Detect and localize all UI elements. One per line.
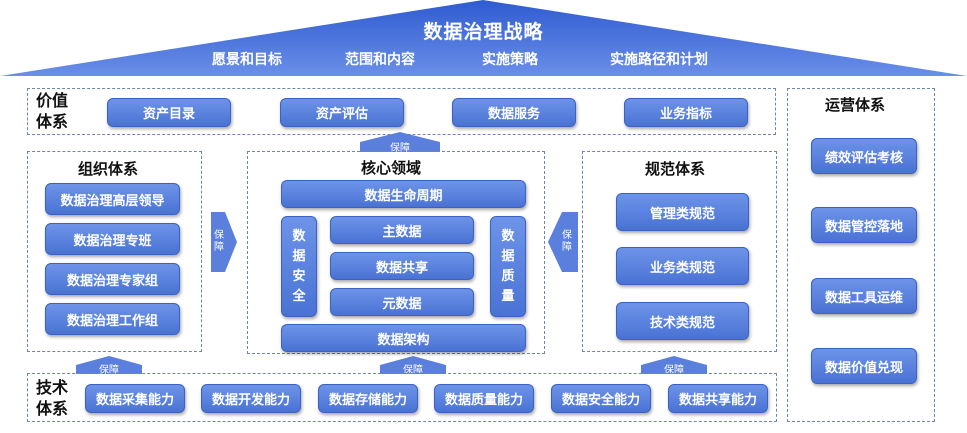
tech-item-security[interactable]: 数据安全能力 [551,384,651,413]
tech-item-collection[interactable]: 数据采集能力 [85,384,185,413]
roof-item-strategy: 实施策略 [482,52,538,68]
roof-item-scope: 范围和内容 [345,52,415,68]
ops-item-control[interactable]: 数据管控落地 [811,207,917,243]
core-data-architecture[interactable]: 数据架构 [281,324,526,352]
guarantee-label-left: 保 障 [562,230,572,253]
guarantee-arrow-right [211,212,237,272]
tech-system-panel [27,373,777,422]
value-item-data-service[interactable]: 数据服务 [452,98,576,127]
value-system-label: 价值 体系 [36,90,68,132]
ops-system-title: 运营体系 [825,96,886,114]
strategy-title: 数据治理战略 [423,21,544,43]
value-item-business-metrics[interactable]: 业务指标 [624,98,748,127]
core-domain-panel [247,151,545,354]
guarantee-label-tech-core: 保障 [403,365,423,376]
core-data-security[interactable]: 数 据 安 全 [281,216,317,317]
org-item-expert-group[interactable]: 数据治理专家组 [45,263,180,295]
org-system-title: 组织体系 [78,160,139,178]
tech-item-development[interactable]: 数据开发能力 [201,384,301,413]
core-domain-title: 核心领域 [361,159,422,177]
strategy-roof [0,0,967,76]
guarantee-label-core: 保障 [390,143,410,154]
guarantee-label-norm: 保障 [664,365,684,376]
core-master-data[interactable]: 主数据 [330,216,474,244]
guarantee-arrow-up-norm [641,356,707,374]
norm-item-management[interactable]: 管理类规范 [616,193,749,231]
ops-item-tools[interactable]: 数据工具运维 [811,278,917,314]
guarantee-arrow-up-core [360,132,440,152]
tech-item-sharing[interactable]: 数据共享能力 [668,384,768,413]
org-system-panel [27,151,202,352]
ops-system-panel [787,88,935,422]
tech-label-line2: 体系 [36,399,69,418]
guarantee-arrow-up-tech-core [380,356,446,374]
ops-item-performance[interactable]: 绩效评估考核 [811,138,917,174]
roof-item-vision: 愿景和目标 [212,52,282,68]
ops-item-value[interactable]: 数据价值兑现 [811,348,917,384]
roof-item-roadmap: 实施路径和计划 [610,52,708,68]
tech-item-quality[interactable]: 数据质量能力 [434,384,534,413]
value-label-line1: 价值 [36,91,69,110]
guarantee-label-right: 保 障 [214,230,224,253]
norm-item-business[interactable]: 业务类规范 [616,247,749,285]
value-item-asset-catalog[interactable]: 资产目录 [107,98,231,127]
value-label-line2: 体系 [36,112,69,131]
org-item-leadership[interactable]: 数据治理高层领导 [45,183,180,215]
tech-system-label: 技术 体系 [36,377,68,419]
org-item-task-force[interactable]: 数据治理专班 [45,223,180,255]
core-data-sharing[interactable]: 数据共享 [330,252,474,280]
norm-item-technical[interactable]: 技术类规范 [616,302,749,340]
core-data-quality[interactable]: 数 据 质 量 [490,216,526,317]
norm-system-panel [582,151,777,352]
org-item-working-group[interactable]: 数据治理工作组 [45,303,180,335]
guarantee-arrow-left [548,212,578,272]
tech-label-line1: 技术 [36,378,69,397]
guarantee-arrow-up-org [76,356,142,374]
guarantee-label-org: 保障 [99,365,119,376]
norm-system-title: 规范体系 [645,160,706,178]
value-item-asset-evaluation[interactable]: 资产评估 [280,98,404,127]
core-lifecycle[interactable]: 数据生命周期 [281,180,526,208]
tech-item-storage[interactable]: 数据存储能力 [318,384,418,413]
core-metadata[interactable]: 元数据 [330,288,474,316]
